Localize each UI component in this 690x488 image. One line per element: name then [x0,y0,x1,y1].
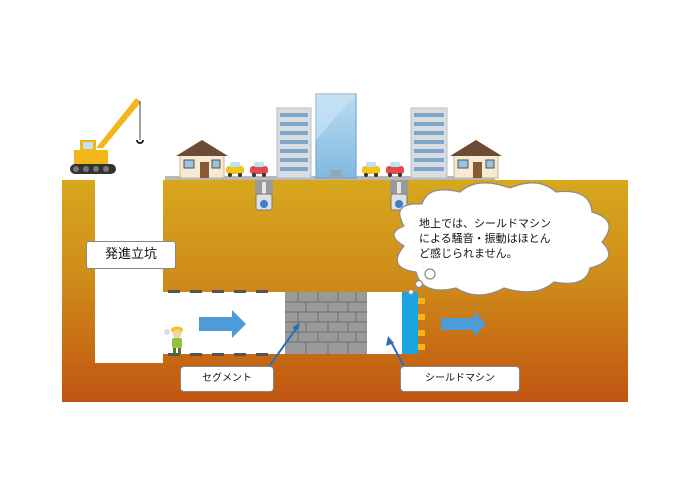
tunnel-edge-marks [168,290,268,356]
launch-shaft-label: 発進立坑 [86,241,176,269]
launch-shaft [95,180,163,363]
thought-bubble [393,182,610,296]
shield-pointer [389,339,406,369]
car-red-left [250,162,268,177]
office-building-right [410,107,448,179]
office-building-left [276,107,312,179]
segment-lining [285,292,367,354]
advance-arrow-left [199,310,246,338]
car-yellow-left [226,162,244,177]
bubble-line-1: 地上では、シールドマシン [419,217,551,230]
glass-tower [315,93,357,179]
segment-pointer-head [292,322,300,331]
worker-figure [164,326,183,354]
crane [70,98,144,174]
shield-machine [402,292,425,354]
advance-arrow-right [441,311,486,337]
shield-machine-label: シールドマシン [400,366,520,392]
drain-left [255,180,273,211]
bubble-line-3: ど感じられません。 [419,247,518,260]
car-red-right [386,162,404,177]
shield-pointer-head [386,336,394,346]
car-yellow-right [362,162,380,177]
segment-pointer [267,325,299,369]
thought-bubble-text: 地上では、シールドマシン による騒音・振動はほとん ど感じられません。 [419,216,594,261]
house-left [176,140,228,179]
drain-right [390,180,408,211]
segment-label: セグメント [180,366,274,392]
bubble-line-2: による騒音・振動はほとん [419,232,551,245]
house-right [450,140,502,179]
